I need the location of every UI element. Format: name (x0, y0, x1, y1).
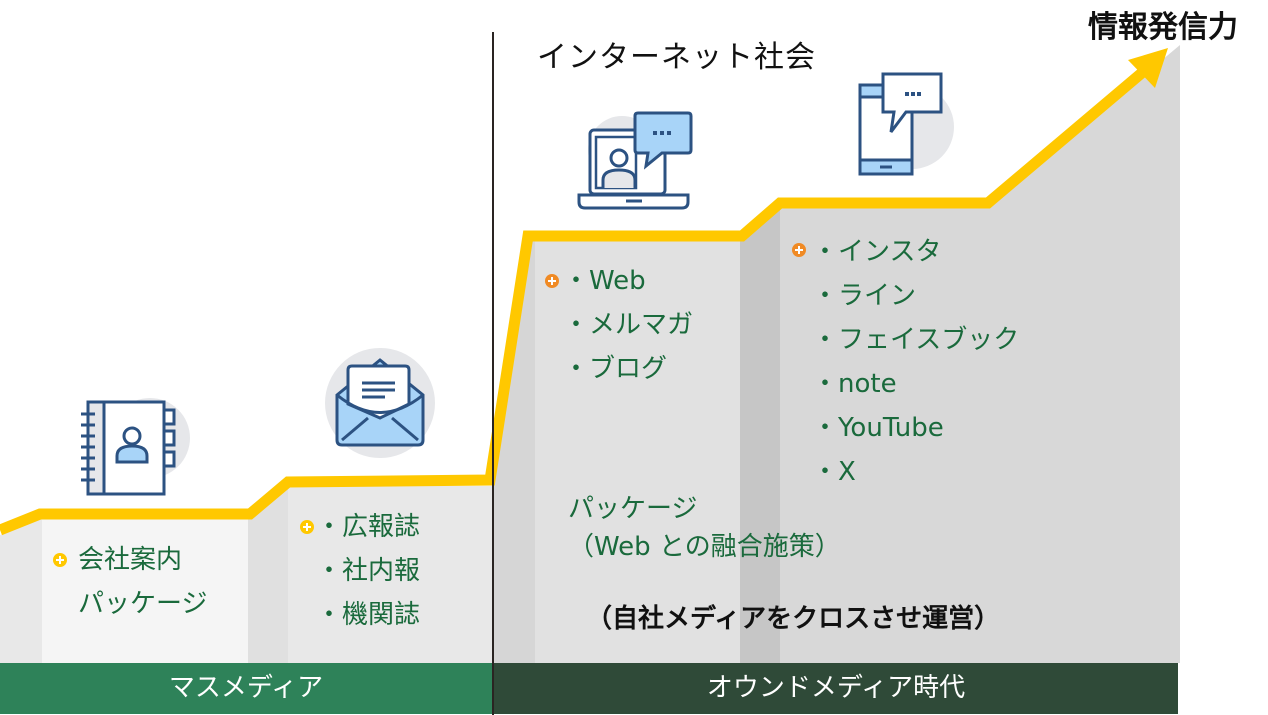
owned-media-caption: （自社メディアをクロスさせ運営） (586, 604, 1001, 634)
plus-bullet-icon (53, 553, 67, 567)
step2-item: ・広報誌 (316, 512, 421, 542)
owned-media-bar-bg (494, 663, 1178, 714)
step1-list: 会社案内 パッケージ (53, 538, 208, 626)
growth-arrow-head (1128, 48, 1168, 88)
step2-face (288, 486, 492, 663)
step1-side (0, 518, 42, 663)
step3-note: パッケージ （Web との融合施策） (568, 490, 841, 566)
step4-item: ・フェイスブック (812, 325, 1020, 355)
step1-face (42, 518, 248, 663)
open-envelope-icon (325, 348, 435, 458)
step4-list: ・インスタ ・ライン ・フェイスブック ・note ・YouTube ・X (792, 230, 1020, 494)
step4-side (740, 208, 780, 663)
step3-note-line: （Web との融合施策） (568, 532, 841, 562)
step4-item: ・YouTube (812, 413, 944, 443)
step2-item: ・機関誌 (316, 600, 421, 630)
step5-area (985, 45, 1180, 663)
step3-item: ・Web (563, 266, 646, 296)
step4-item: ・ライン (812, 281, 917, 311)
mass-media-label: マスメディア (168, 673, 324, 703)
step3-note-line: パッケージ (568, 494, 698, 524)
plus-bullet-icon (300, 520, 314, 534)
internet-society-title: インターネット社会 (537, 40, 816, 75)
step2-list: ・広報誌 ・社内報 ・機関誌 (300, 505, 421, 637)
step4-item: ・X (812, 457, 856, 487)
info-power-label: 情報発信力 (1088, 10, 1238, 45)
owned-media-era-label: オウンドメディア時代 (706, 673, 966, 703)
step3-list: ・Web ・メルマガ ・ブログ (545, 259, 694, 391)
step4-item: ・note (812, 369, 897, 399)
address-book-icon (81, 398, 190, 496)
step2-item: ・社内報 (316, 556, 421, 586)
step4-item: ・インスタ (812, 237, 942, 267)
smartphone-chat-icon (858, 72, 954, 176)
step2-side (248, 486, 288, 663)
laptop-video-chat-icon (577, 111, 693, 210)
step3-item: ・ブログ (563, 354, 668, 384)
mass-media-bar-bg (0, 663, 492, 714)
step3-side (492, 240, 535, 663)
growth-arrow-line (0, 61, 1154, 536)
plus-bullet-icon (545, 274, 559, 288)
plus-bullet-icon (792, 243, 806, 257)
step3-face (535, 240, 740, 663)
step1-item: 会社案内 (78, 545, 183, 575)
step3-item: ・メルマガ (563, 310, 694, 340)
step1-item: パッケージ (78, 589, 208, 619)
